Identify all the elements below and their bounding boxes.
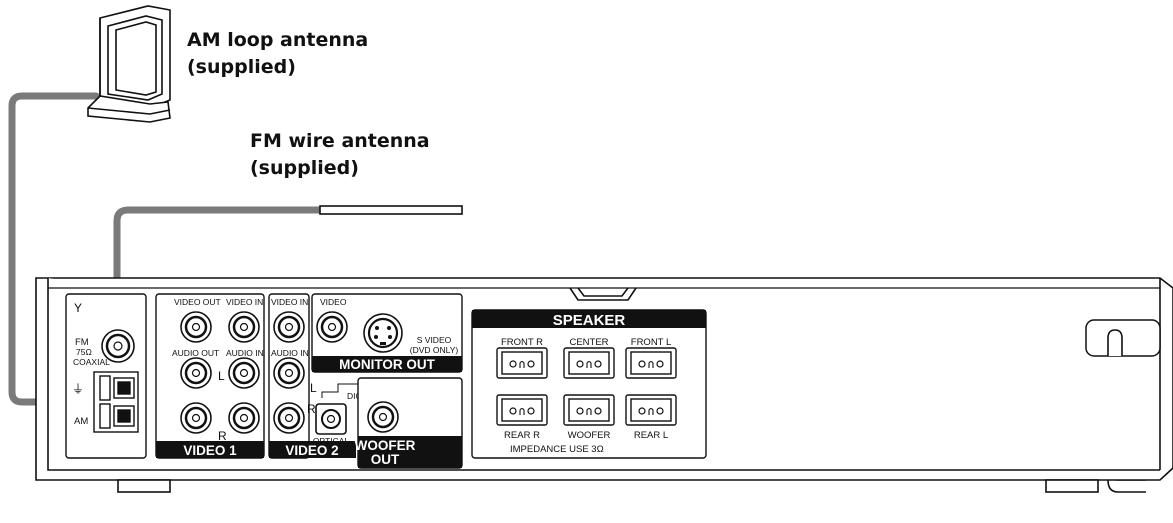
video2-audio-in-right-jack[interactable] (273, 402, 305, 434)
antenna-terminal-section: Y FM 75Ω COAXIAL ⏚ AM (65, 293, 147, 459)
woofer-out-label-2: OUT (371, 452, 400, 467)
video1-left-label: L (218, 369, 225, 383)
fm-antenna-cable (113, 206, 320, 340)
front-r-label: FRONT R (501, 337, 543, 348)
optical-label: OPTICAL (313, 436, 350, 446)
video1-video-out-label: VIDEO OUT (174, 297, 221, 307)
video2-video-in-label: VIDEO IN (271, 297, 308, 307)
video2-banner: VIDEO 2 (285, 443, 338, 458)
video1-audio-out-left-jack[interactable] (180, 357, 212, 389)
speaker-section: SPEAKER FRONT R CENTER FRONT L REAR R (471, 309, 707, 459)
video1-video-in-jack[interactable] (228, 311, 260, 343)
fm-wire-antenna-end (319, 205, 463, 215)
rear-r-label: REAR R (504, 430, 540, 441)
rear-r-speaker-terminal[interactable] (496, 394, 548, 426)
video1-video-in-label: VIDEO IN (226, 297, 263, 307)
front-l-speaker-terminal[interactable] (625, 347, 677, 379)
impedance-label: IMPEDANCE USE 3Ω (510, 444, 604, 455)
am-loop-antenna-icon (87, 5, 171, 123)
woofer-out-jack[interactable] (367, 401, 399, 433)
video1-section: VIDEO OUT VIDEO IN AUDIO OUT AUDIO IN L … (155, 293, 265, 459)
fm-terminal-label: FM (75, 337, 89, 348)
front-r-speaker-terminal[interactable] (496, 347, 548, 379)
am-antenna-callout-sub: (supplied) (187, 56, 296, 78)
s-video-jack[interactable] (363, 313, 403, 353)
video1-audio-in-label: AUDIO IN (226, 348, 264, 358)
antenna-symbol-icon: Y (74, 301, 82, 315)
woofer-out-label: WOOFER (355, 438, 416, 453)
monitor-out-banner: MONITOR OUT (339, 357, 435, 372)
video1-banner: VIDEO 1 (183, 443, 237, 458)
video1-audio-out-right-jack[interactable] (180, 402, 212, 434)
fm-coaxial-jack[interactable] (101, 329, 135, 363)
video1-audio-in-left-jack[interactable] (228, 357, 260, 389)
optical-jack[interactable] (315, 403, 347, 435)
monitor-out-section: VIDEO S VIDEO (DVD ONLY) MONITOR OUT (311, 293, 463, 373)
video2-right-label: R (307, 402, 316, 416)
monitor-video-out-jack[interactable] (316, 311, 348, 343)
ground-symbol-icon: ⏚ (72, 382, 84, 396)
s-video-dvd-only-label: (DVD ONLY) (410, 345, 459, 355)
video2-audio-in-label: AUDIO IN (271, 348, 309, 358)
rear-l-speaker-terminal[interactable] (625, 394, 677, 426)
video1-audio-in-right-jack[interactable] (228, 402, 260, 434)
am-terminal-block[interactable] (93, 371, 139, 433)
s-video-label: S VIDEO (417, 335, 452, 345)
video1-video-out-jack[interactable] (180, 311, 212, 343)
fm-impedance-label: 75Ω (76, 347, 92, 357)
woofer-out-section: WOOFER OUT (355, 377, 463, 469)
power-cord-socket (1085, 319, 1161, 357)
monitor-video-label: VIDEO (320, 297, 347, 307)
woofer-speaker-terminal[interactable] (563, 394, 615, 426)
center-label: CENTER (569, 337, 608, 348)
woofer-label: WOOFER (568, 430, 611, 441)
video2-left-label: L (310, 381, 317, 395)
fm-antenna-callout-sub: (supplied) (250, 157, 359, 179)
video2-audio-in-left-jack[interactable] (273, 357, 305, 389)
video2-video-in-jack[interactable] (273, 311, 305, 343)
video2-section: VIDEO IN AUDIO IN L R VIDEO 2 (268, 293, 356, 459)
speaker-banner: SPEAKER (553, 312, 626, 329)
video1-right-label: R (218, 429, 227, 443)
fm-coaxial-label: COAXIAL (73, 357, 110, 367)
video1-audio-out-label: AUDIO OUT (172, 348, 219, 358)
front-l-label: FRONT L (631, 337, 671, 348)
center-speaker-terminal[interactable] (563, 347, 615, 379)
rear-l-label: REAR L (634, 430, 668, 441)
fm-antenna-callout: FM wire antenna (250, 130, 430, 152)
am-terminal-label: AM (74, 416, 88, 427)
am-antenna-callout: AM loop antenna (187, 29, 368, 51)
